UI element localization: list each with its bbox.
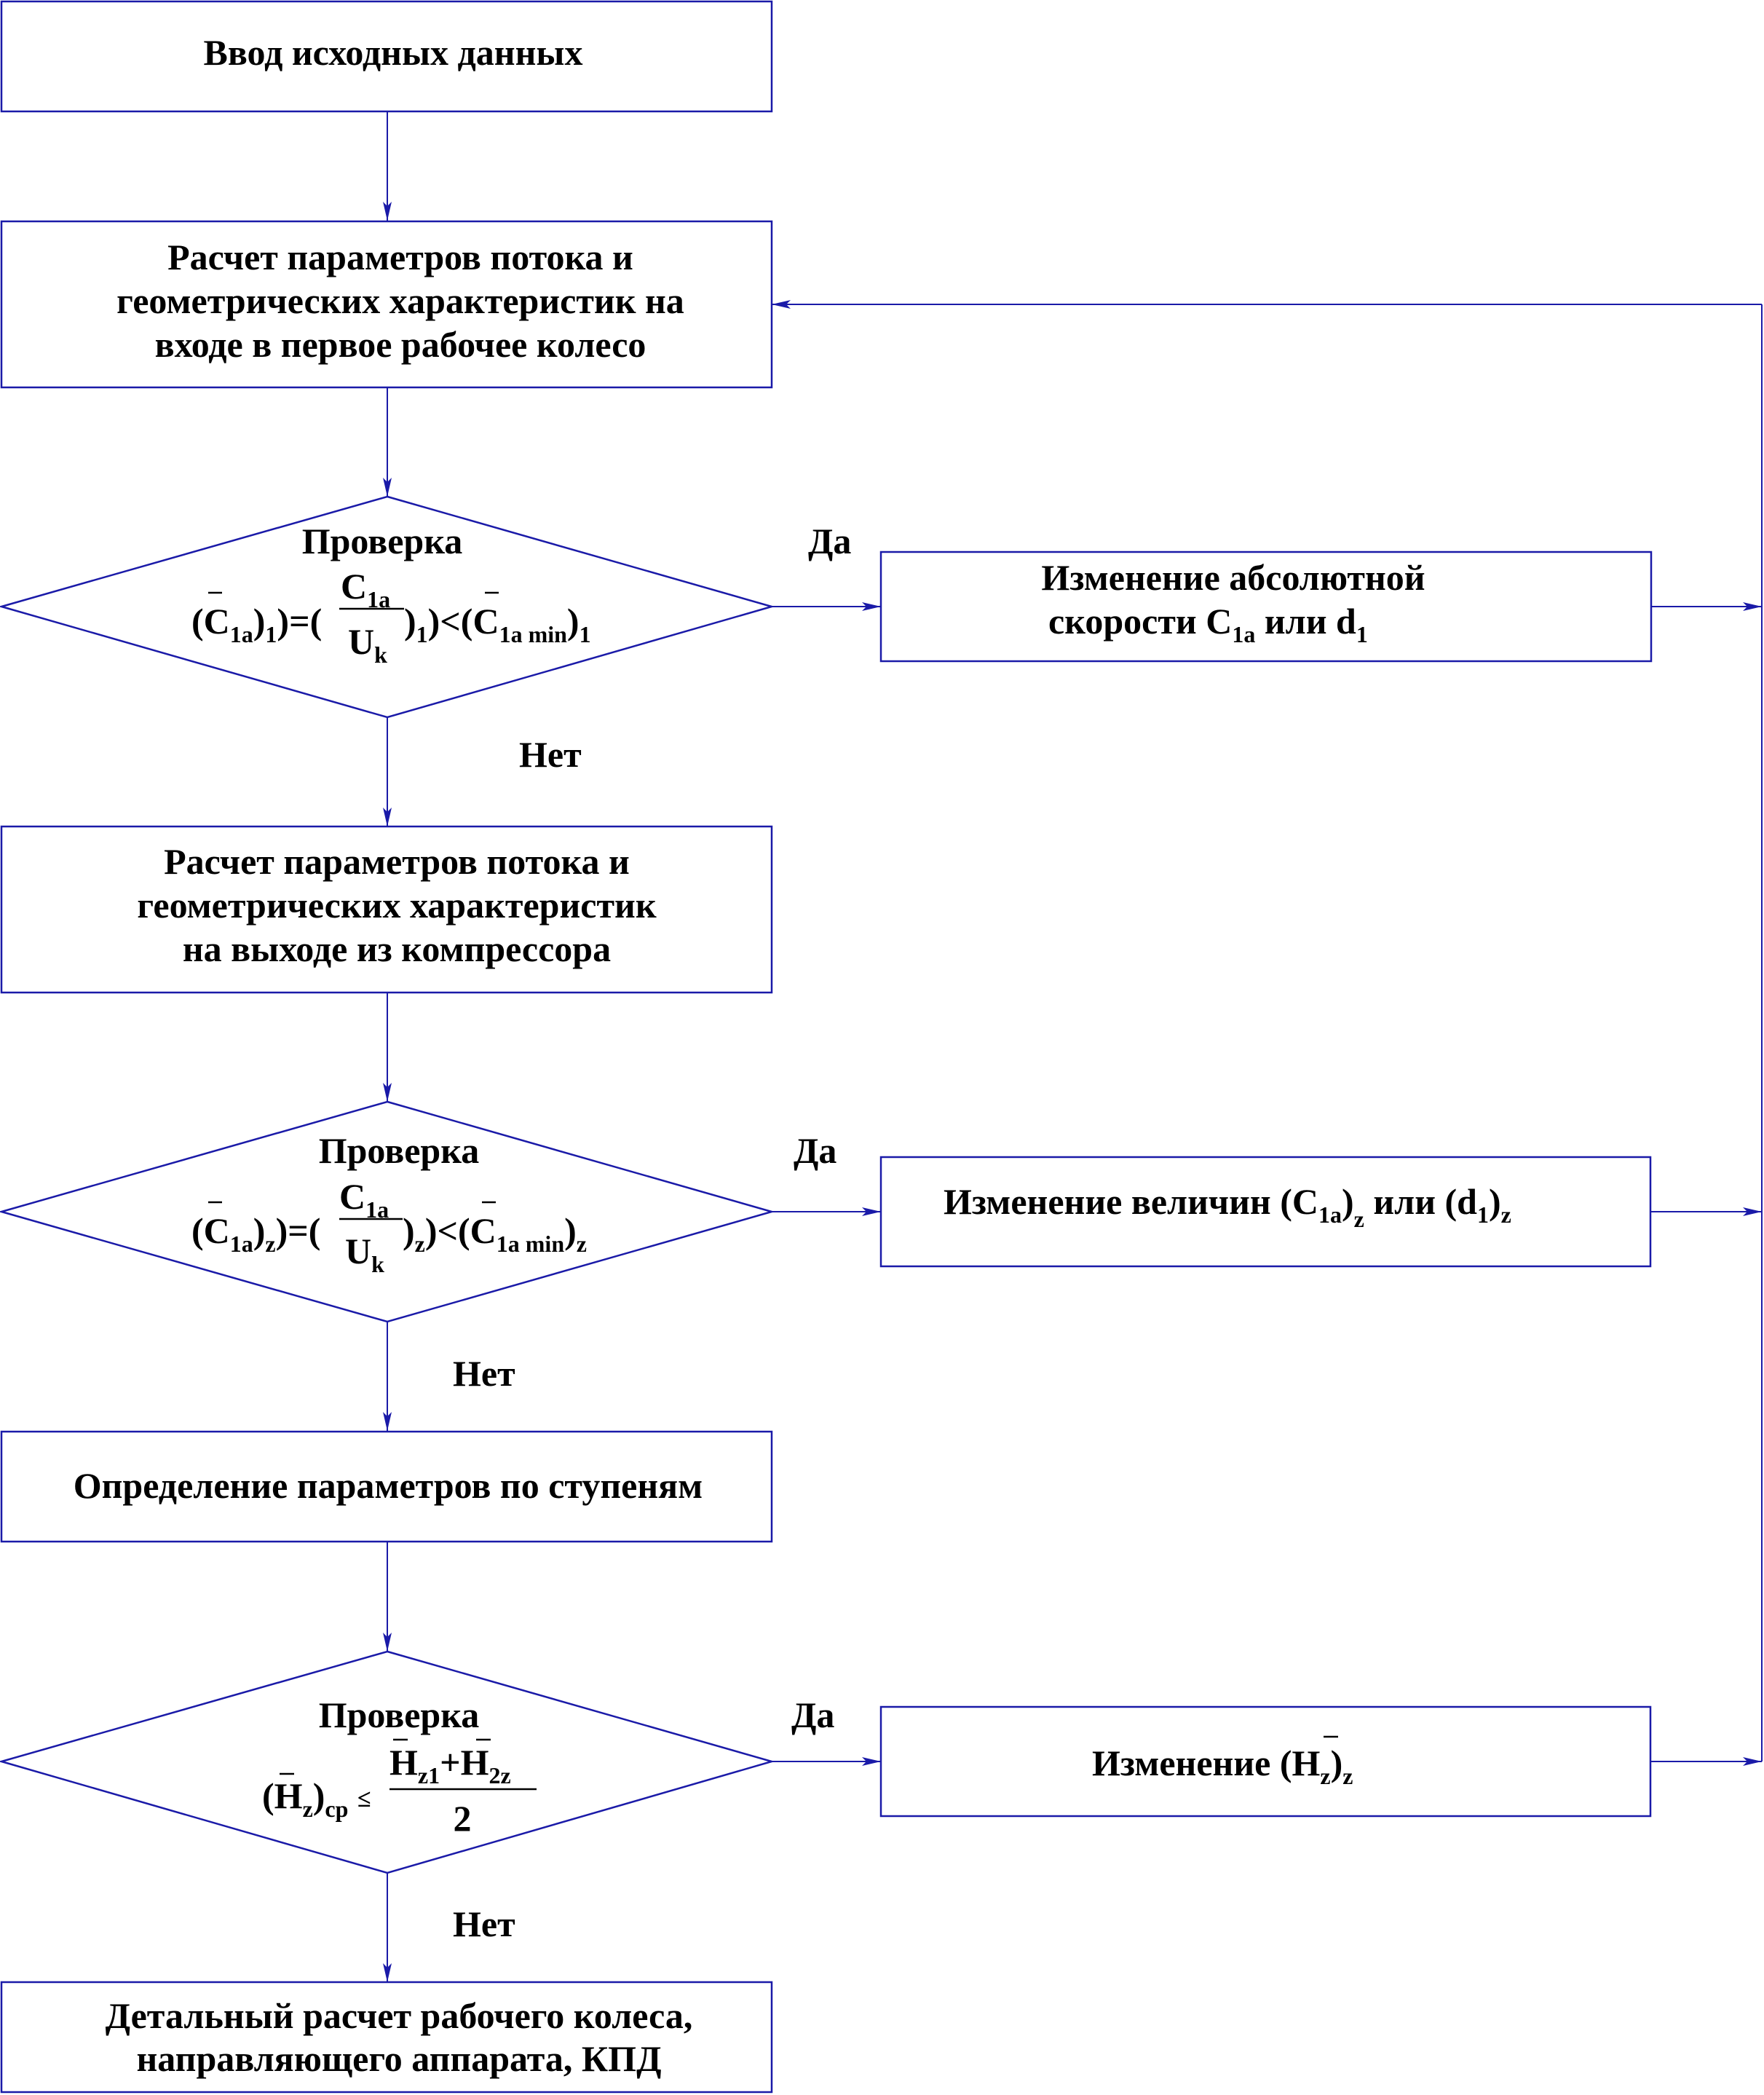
block-stages-label: Определение параметров по ступеням [74,1465,703,1506]
decision-1-title: Проверка [302,521,463,561]
decision-2-rhs: )z)<(C1a min)z [403,1210,587,1257]
decision-2-no: Нет [453,1353,515,1394]
decision-2-lhs: (C1a)z)=( [191,1210,320,1257]
block-change-values: Изменение величин (C1a)z или (d1)z [879,1156,1652,1268]
decision-1-yes: Да [808,521,851,561]
detail-line-1: Детальный расчет рабочего колеса, [106,1995,693,2036]
decision-3-no: Нет [453,1903,515,1944]
decision-3-denominator: 2 [454,1798,472,1839]
decision-check-2: Проверка (C1a)z)=( C1a Uk )z)<(C1a min)z [0,1100,775,1323]
decision-2-title: Проверка [319,1130,480,1171]
decision-2-numerator: C1a [339,1176,389,1223]
decision-1-denominator: Uk [348,621,387,668]
block-input-label: Ввод исходных данных [204,32,583,73]
block-calc-outlet: Расчет параметров потока и геометрически… [0,825,773,994]
decision-3-numerator: Hz1+H2z [389,1742,511,1788]
detail-line-2: направляющего аппарата, КПД [137,2038,662,2079]
connectors [383,111,1763,1982]
decision-1-rhs: )1)<(C1a min)1 [404,601,591,647]
decision-2-denominator: Uk [345,1231,384,1277]
calc-inlet-line-1: Расчет параметров потока и [167,237,633,277]
block-calc-inlet: Расчет параметров потока и геометрически… [0,220,773,389]
block-change-abs-velocity: Изменение абсолютной скорости C1a или d1 [879,551,1653,663]
calc-outlet-line-1: Расчет параметров потока и [164,841,630,882]
calc-inlet-line-2: геометрических характеристик на [116,280,684,321]
calc-outlet-line-2: геометрических характеристик [137,885,657,926]
change-abs-line-1: Изменение абсолютной [1041,557,1425,598]
block-stages: Определение параметров по ступеням [0,1430,773,1543]
change-abs-line-2: скорости C1a или d1 [1048,601,1368,647]
change-h-label: Изменение (Hz)z [1092,1743,1353,1789]
block-input: Ввод исходных данных [0,0,773,113]
decision-3-lhs: (Hz)cp ≤ [262,1775,371,1822]
decision-check-3: Проверка (Hz)cp ≤ Hz1+H2z 2 [0,1650,775,1874]
calc-outlet-line-3: на выходе из компрессора [183,928,611,969]
decision-1-lhs: (C1a)1)=( [191,601,322,647]
calc-inlet-line-3: входе в первое рабочее колесо [155,324,646,365]
decision-2-yes: Да [794,1130,836,1171]
change-values-label: Изменение величин (C1a)z или (d1)z [944,1181,1511,1232]
decision-1-no: Нет [519,734,582,775]
decision-3-title: Проверка [319,1694,480,1735]
block-change-h: Изменение (Hz)z [879,1705,1652,1818]
decision-check-1: Проверка (C1a)1)=( C1a Uk )1)<(C1a min)1 [0,495,775,719]
decision-3-yes: Да [791,1694,834,1735]
block-detail: Детальный расчет рабочего колеса, направ… [0,1981,773,2094]
decision-1-numerator: C1a [341,566,390,612]
